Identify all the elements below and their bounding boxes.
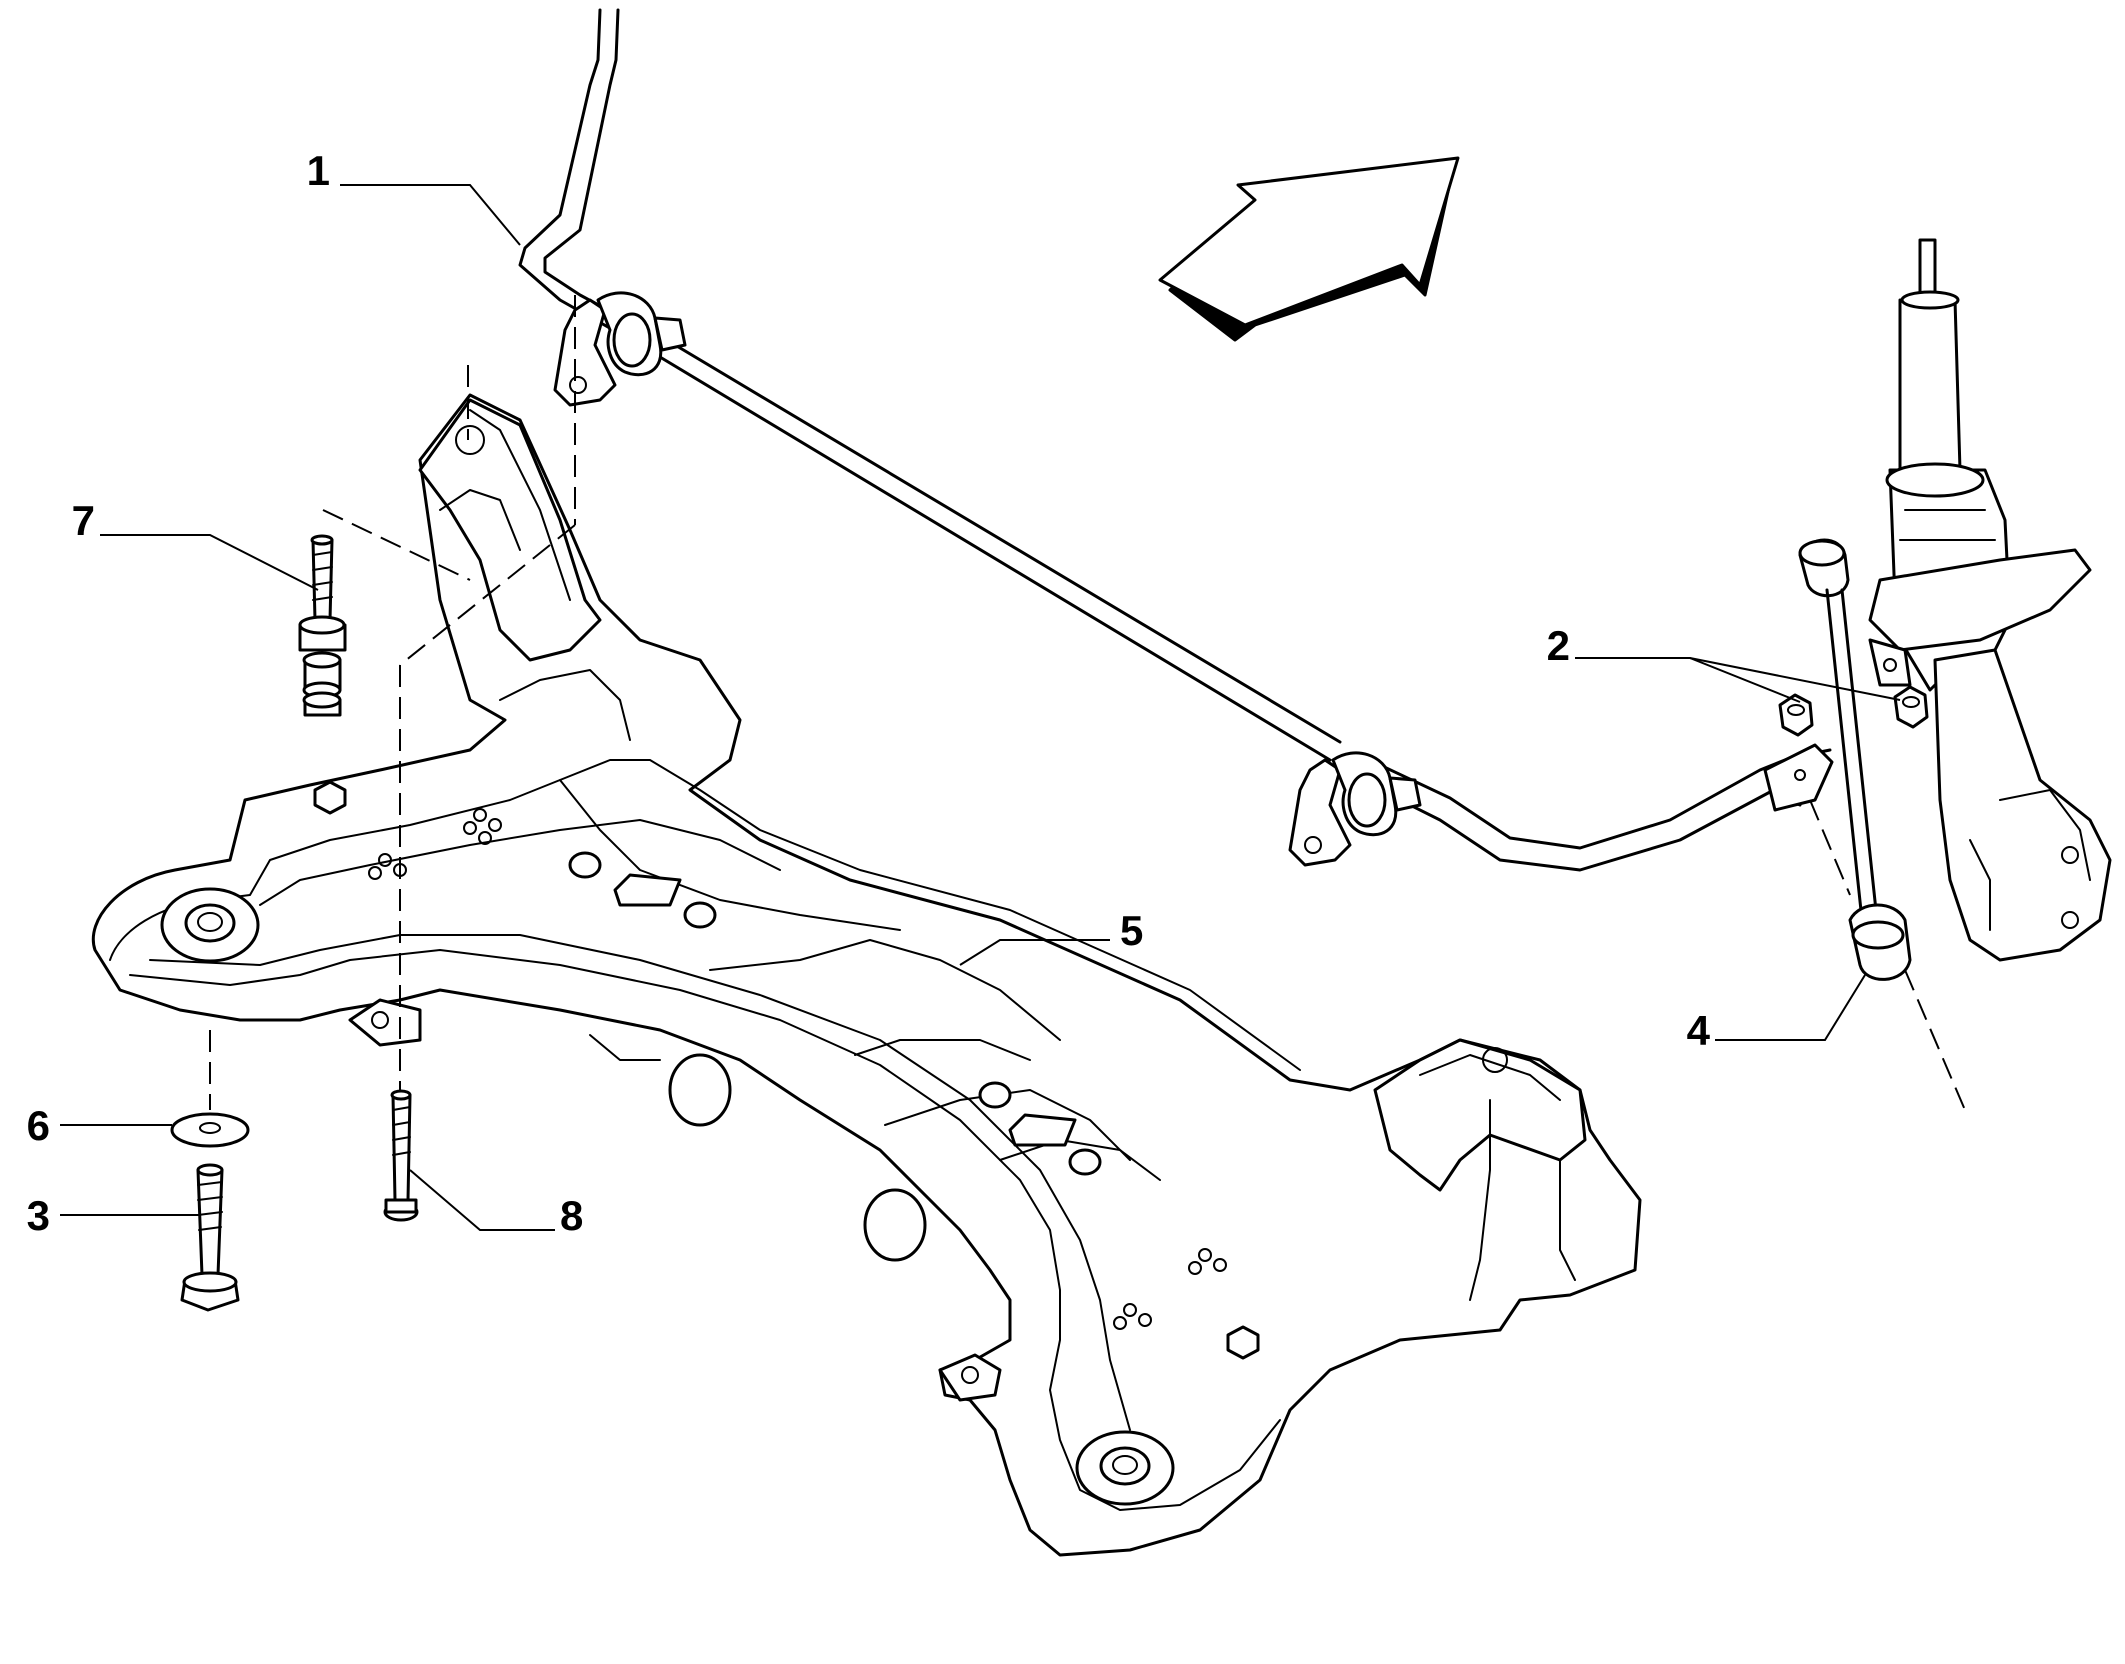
bolt-with-washers xyxy=(298,534,347,717)
bar-clamp-right xyxy=(1288,751,1422,867)
callout-7: 7 xyxy=(72,497,95,544)
callout-5: 5 xyxy=(1120,907,1143,954)
assembly-guide-lines xyxy=(209,295,1966,1111)
callout-6: 6 xyxy=(27,1102,50,1149)
callout-4: 4 xyxy=(1687,1007,1711,1054)
washer xyxy=(170,1112,250,1148)
callout-3: 3 xyxy=(27,1192,50,1239)
stabilizer-bar xyxy=(518,8,1834,872)
callout-8: 8 xyxy=(560,1192,583,1239)
suspension-strut xyxy=(1868,238,2112,962)
long-bolt xyxy=(383,1089,419,1222)
callout-2: 2 xyxy=(1547,622,1570,669)
bar-clamp-left xyxy=(553,291,687,407)
leader-lines xyxy=(60,184,1901,1231)
link-nuts xyxy=(1778,685,1929,737)
flange-bolt xyxy=(180,1163,240,1312)
front-subframe xyxy=(91,393,1642,1557)
arrow-up-right-icon xyxy=(1158,156,1460,342)
callout-1: 1 xyxy=(307,147,330,194)
stabilizer-link xyxy=(1798,538,1912,981)
